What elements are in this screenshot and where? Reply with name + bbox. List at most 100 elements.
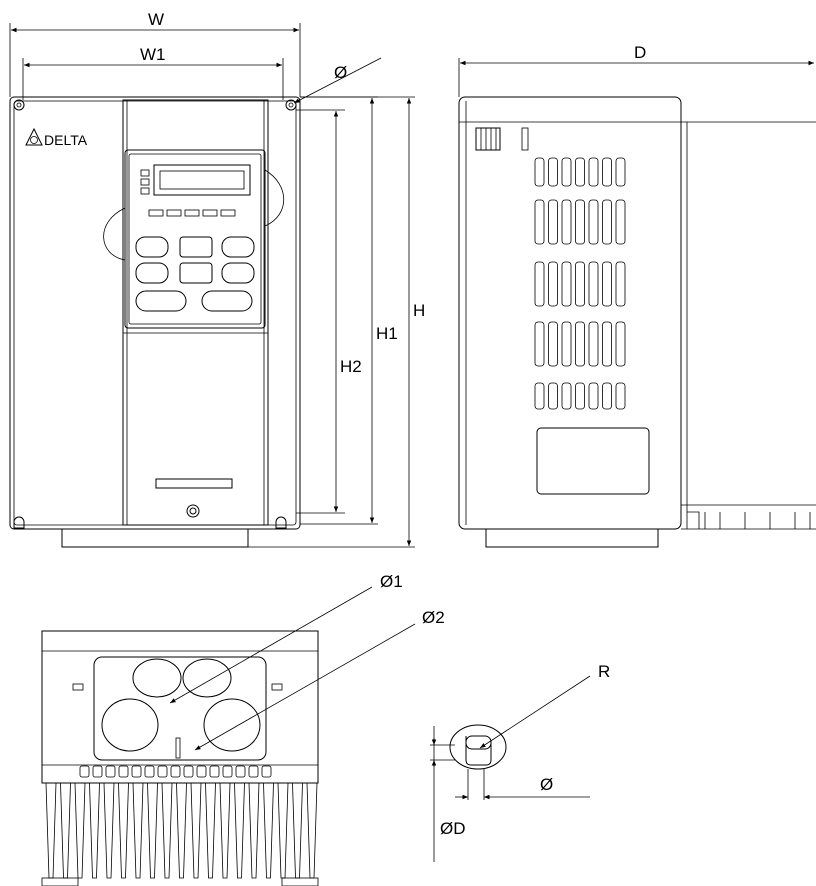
terminal	[196, 765, 207, 778]
terminal-row	[79, 765, 272, 778]
label-window	[536, 427, 650, 495]
terminal	[235, 765, 246, 778]
vent-slot	[588, 199, 599, 245]
cable-hole	[132, 658, 182, 698]
vent-slot	[588, 382, 599, 410]
dim-label-phi1: Ø1	[380, 572, 403, 591]
bottom-view: Ø1 Ø2	[41, 572, 445, 886]
vent-slot	[548, 157, 558, 187]
side-dimensions: D	[458, 43, 814, 97]
terminal	[157, 765, 168, 778]
vent-slot	[575, 261, 585, 307]
dim-label-mount-diameter: Ø	[334, 63, 347, 82]
vent-slot	[561, 261, 572, 307]
terminal	[170, 765, 181, 778]
vent-slot	[602, 261, 612, 307]
vent-slot	[561, 157, 572, 187]
keypad-key	[179, 236, 213, 258]
vent-slot	[615, 321, 626, 367]
mount-hole	[13, 516, 25, 529]
heatsink-fin	[263, 782, 274, 879]
dim-label-slot-width: Ø	[540, 775, 553, 794]
vent-slot	[615, 261, 626, 307]
vent-slot	[561, 382, 572, 410]
dim-label-W1: W1	[140, 45, 166, 64]
heatsink-fin	[219, 782, 231, 879]
heatsink-fin	[147, 782, 158, 879]
heatsink-fin	[277, 782, 289, 879]
front-view: DELTA	[9, 96, 301, 548]
heatsink-fin	[118, 782, 129, 879]
dim-label-H1: H1	[376, 324, 398, 343]
terminal	[248, 765, 259, 778]
vent-slot	[534, 157, 545, 187]
vent-slot	[615, 199, 626, 245]
keypad-key	[135, 236, 169, 258]
heatsink-fin	[60, 782, 71, 879]
vent-slot	[615, 382, 626, 410]
heatsink-fin	[205, 782, 216, 879]
terminal	[79, 765, 90, 778]
vent-slot	[588, 157, 599, 187]
keypad-key	[135, 262, 169, 284]
dim-label-H: H	[413, 301, 425, 320]
dim-label-phi2: Ø2	[422, 608, 445, 627]
keypad	[124, 149, 266, 329]
heatsink-fin	[161, 782, 173, 879]
heatsink-fin	[103, 782, 115, 879]
vent-slot	[534, 199, 545, 245]
terminal	[183, 765, 194, 778]
vent-slot	[602, 199, 612, 245]
terminal	[92, 765, 103, 778]
heatsink-fin	[89, 782, 100, 879]
dim-label-R: R	[598, 662, 610, 681]
terminal	[105, 765, 116, 778]
keypad-key	[179, 262, 213, 284]
keypad-display	[153, 164, 251, 196]
dim-label-phiD: ØD	[440, 819, 466, 838]
heatsink-fin	[306, 782, 318, 879]
vent-slot	[602, 157, 612, 187]
heatsink-fin	[190, 782, 202, 879]
mount-hole	[275, 516, 287, 529]
delta-logo: DELTA	[25, 127, 88, 148]
terminal	[144, 765, 155, 778]
keypad-key	[135, 290, 187, 312]
vent-slot	[534, 261, 545, 307]
vent-grid	[534, 157, 626, 410]
mount-hole	[13, 99, 25, 111]
knockout-detail: Ø R ØD	[430, 662, 610, 862]
terminal	[261, 765, 272, 778]
heatsink-fin	[74, 782, 86, 879]
dim-label-D: D	[634, 43, 646, 62]
cable-hole	[182, 658, 232, 698]
terminal	[131, 765, 142, 778]
keypad-key	[221, 262, 255, 284]
heatsink-fin	[45, 782, 57, 879]
mount-hole	[285, 99, 297, 111]
vent-slot	[548, 199, 558, 245]
terminal	[209, 765, 220, 778]
keypad-key	[201, 290, 253, 312]
vent-slot	[588, 321, 599, 367]
heatsink-fin	[176, 782, 187, 879]
vent-slot	[561, 321, 572, 367]
vent-slot	[575, 157, 585, 187]
terminal	[118, 765, 129, 778]
vent-slot	[548, 321, 558, 367]
heatsink-fins	[41, 782, 319, 886]
vent-slot	[534, 382, 545, 410]
vent-slot	[602, 321, 612, 367]
cable-hole	[203, 698, 261, 752]
brand-logo-text: DELTA	[44, 132, 88, 148]
vent-slot	[575, 321, 585, 367]
vent-slot	[575, 199, 585, 245]
vent-slot	[548, 382, 558, 410]
vent-slot	[534, 321, 545, 367]
heatsink-fin	[292, 782, 303, 879]
vent-slot	[588, 261, 599, 307]
vent-slot	[615, 157, 626, 187]
vent-slot	[602, 382, 612, 410]
dim-label-W: W	[148, 10, 164, 29]
